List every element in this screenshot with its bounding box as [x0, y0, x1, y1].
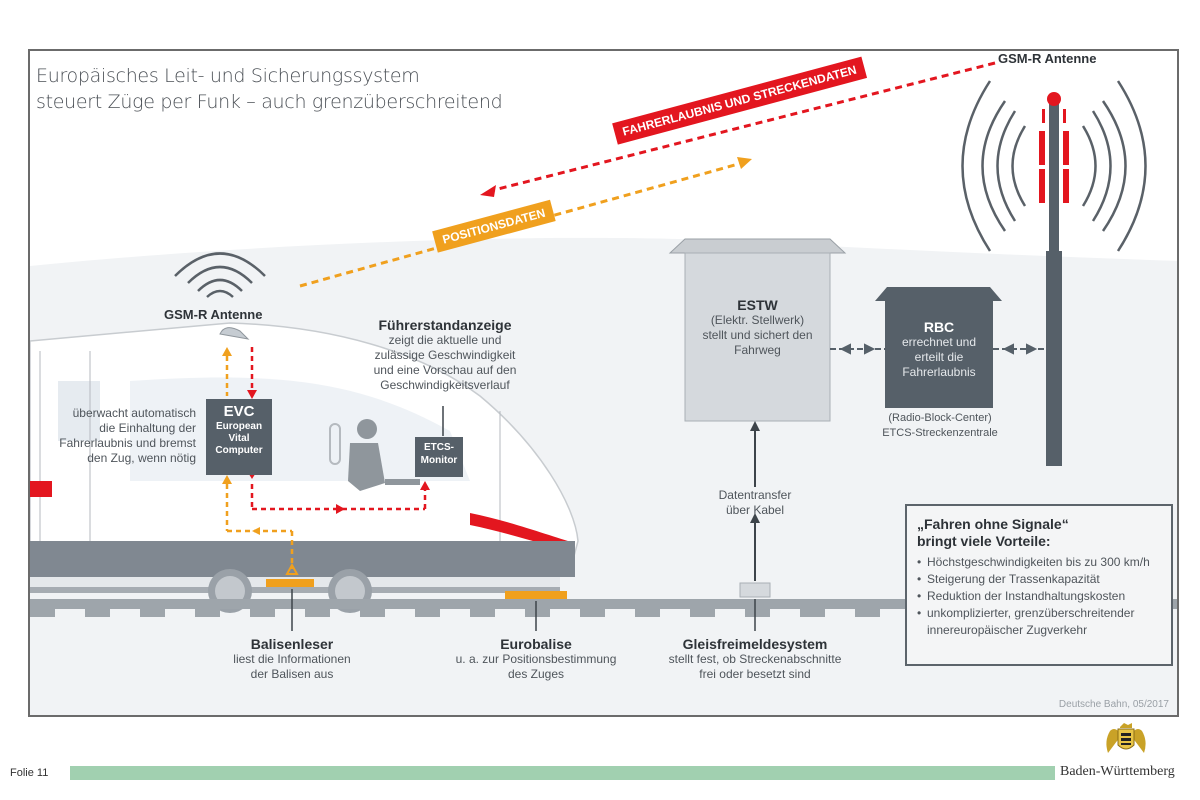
evc-desc-line: überwacht automatisch	[72, 406, 196, 420]
rbc-caption-line: ETCS-Streckenzentrale	[882, 427, 998, 439]
estw-label: ESTW (Elektr. Stellwerk) stellt und sich…	[685, 297, 830, 358]
source-credit: Deutsche Bahn, 05/2017	[1058, 699, 1169, 710]
track-detector	[739, 582, 771, 598]
route-data-line	[489, 61, 996, 193]
evc-desc-line: den Zug, wenn nötig	[87, 451, 196, 465]
track-clearance-label: Gleisfreimeldesystem stellt fest, ob Str…	[645, 636, 865, 682]
rbc-caption: (Radio-Block-Center) ETCS-Streckenzentra…	[860, 411, 1020, 441]
rbc-label: RBC errechnet und erteilt die Fahrerlaub…	[885, 319, 993, 380]
coat-of-arms-icon	[1106, 723, 1146, 753]
bottom-label-title: Gleisfreimeldesystem	[682, 636, 828, 652]
footer-bar	[70, 766, 1055, 780]
evc-box: EVC European Vital Computer	[206, 399, 272, 475]
benefits-box: „Fahren ohne Signale“ bringt viele Vorte…	[905, 504, 1173, 666]
bottom-label-desc: stellt fest, ob Streckenabschnitte	[668, 652, 842, 666]
cab-display-callout: Führerstandanzeige zeigt die aktuelle un…	[350, 317, 540, 393]
benefits-list: Höchstgeschwindigkeiten bis zu 300 km/h …	[917, 554, 1161, 639]
bottom-label-desc: frei oder besetzt sind	[699, 667, 811, 681]
eurobalise	[505, 591, 567, 599]
benefit-item: Höchstgeschwindigkeiten bis zu 300 km/h	[917, 554, 1161, 571]
title-line-1: Europäisches Leit- und Sicherungssystem	[36, 65, 420, 87]
rbc-title: RBC	[923, 319, 955, 335]
rbc-caption-line: (Radio-Block-Center)	[888, 412, 992, 424]
train-data-flows	[222, 347, 430, 575]
eurobalise-label: Eurobalise u. a. zur Positionsbestimmung…	[436, 636, 636, 682]
driver-graphic	[329, 419, 420, 491]
route-data-arrowhead	[480, 185, 496, 197]
benefit-item: Steigerung der Trassenkapazität	[917, 571, 1161, 588]
cable-label-line: über Kabel	[725, 503, 785, 517]
etcs-monitor-line: Monitor	[420, 455, 458, 466]
bottom-label-desc: liest die Informationen	[233, 652, 351, 666]
cab-display-title: Führerstandanzeige	[378, 317, 512, 333]
evc-full-line: Vital	[228, 433, 250, 444]
scene-graphics	[30, 61, 1177, 715]
cab-display-desc-line: zulässige Geschwindigkeit	[374, 348, 516, 362]
title-line-2: steuert Züge per Funk – auch grenzübersc…	[36, 91, 503, 113]
rbc-desc-line: erteilt die	[914, 350, 964, 364]
brand-wordmark: Baden-Württemberg	[1060, 764, 1175, 779]
evc-desc-line: Fahrerlaubnis und bremst	[59, 436, 196, 450]
rbc-desc-line: errechnet und	[901, 335, 977, 349]
bottom-label-desc: u. a. zur Positionsbestimmung	[455, 652, 617, 666]
bottom-label-desc: der Balisen aus	[250, 667, 334, 681]
cab-display-desc-line: und eine Vorschau auf den	[373, 363, 517, 377]
rbc-desc-line: Fahrerlaubnis	[902, 365, 976, 379]
bottom-label-title: Balisenleser	[250, 636, 334, 652]
evc-description: überwacht automatisch die Einhaltung der…	[36, 406, 196, 466]
evc-full-line: European	[215, 421, 263, 432]
evc-full-line: Computer	[215, 445, 263, 456]
position-data-arrowhead	[737, 157, 752, 169]
balise-reader	[266, 579, 314, 587]
page-title: Europäisches Leit- und Sicherungssystem …	[36, 63, 503, 115]
train-antenna-waves	[174, 252, 266, 298]
cab-display-desc-line: Geschwindigkeitsverlauf	[380, 378, 510, 392]
train-antenna-label: GSM-R Antenne	[164, 307, 263, 322]
benefit-item: Reduktion der Instandhaltungskosten	[917, 588, 1161, 605]
cab-display-desc-line: zeigt die aktuelle und	[388, 333, 502, 347]
evc-desc-line: die Einhaltung der	[99, 421, 196, 435]
benefits-title-line-2: bringt viele Vorteile:	[917, 533, 1051, 549]
estw-building	[668, 238, 847, 422]
link-arrows	[830, 343, 1047, 355]
etcs-monitor: ETCS- Monitor	[415, 437, 463, 477]
rbc-building	[875, 287, 1002, 408]
balise-reader-label: Balisenleser liest die Informationen der…	[192, 636, 392, 682]
bottom-label-desc: des Zuges	[507, 667, 565, 681]
slide-number: Folie 11	[10, 767, 49, 779]
tower-graphic	[961, 80, 1147, 466]
estw-desc-line: stellt und sichert den	[702, 328, 813, 342]
benefits-title-line-1: „Fahren ohne Signale“	[917, 516, 1069, 532]
cable-label: Datentransfer über Kabel	[695, 488, 815, 518]
benefit-item: unkomplizierter, grenzüberschreitender i…	[917, 605, 1161, 639]
tower-antenna-label: GSM-R Antenne	[998, 51, 1097, 66]
rail-track	[30, 599, 1177, 617]
evc-abbr: EVC	[223, 403, 255, 420]
cable-label-line: Datentransfer	[718, 488, 792, 502]
bottom-label-title: Eurobalise	[500, 636, 572, 652]
estw-title: ESTW	[737, 297, 778, 313]
estw-desc-line: Fahrweg	[734, 343, 781, 357]
estw-desc-line: (Elektr. Stellwerk)	[710, 313, 805, 327]
infographic-frame: Europäisches Leit- und Sicherungssystem …	[28, 49, 1179, 717]
etcs-monitor-line: ETCS-	[424, 442, 454, 453]
